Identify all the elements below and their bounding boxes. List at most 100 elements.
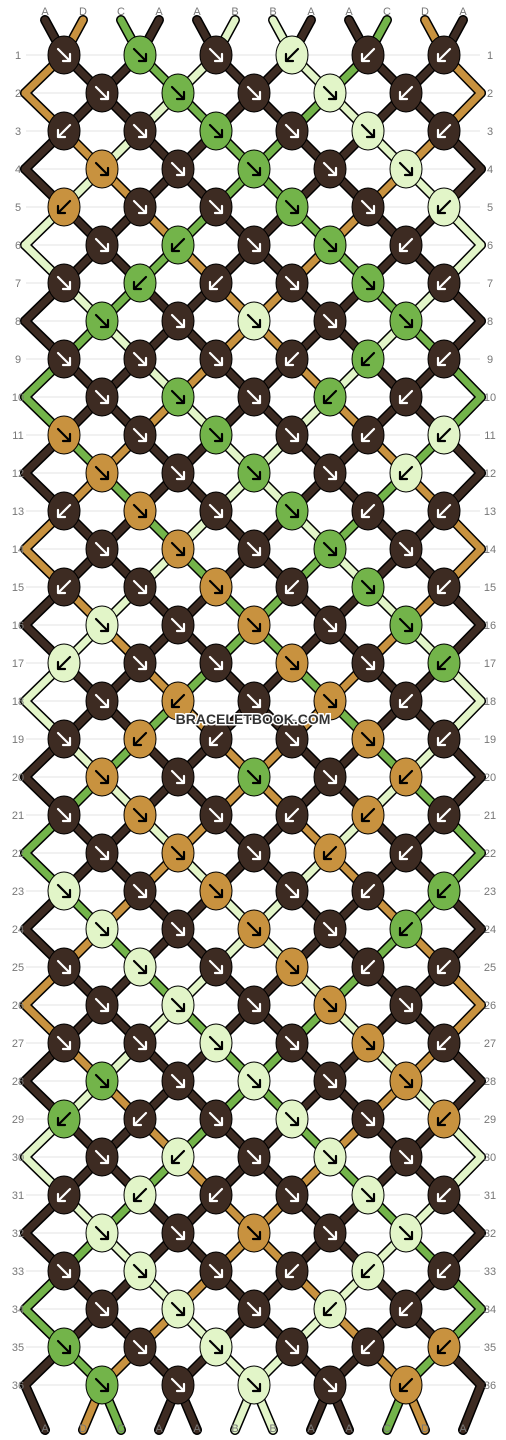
arrow-down-right-icon <box>246 1301 262 1317</box>
arrow-down-right-icon <box>398 617 414 633</box>
knot <box>85 909 119 949</box>
arrow-down-left-icon <box>284 1263 300 1279</box>
knot <box>389 377 423 417</box>
knot <box>47 491 81 531</box>
arrow-down-right-icon <box>208 503 224 519</box>
arrow-down-right-icon <box>284 1339 300 1355</box>
arrow-down-left-icon <box>398 693 414 709</box>
arrow-down-right-icon <box>132 1263 148 1279</box>
arrow-down-right-icon <box>132 123 148 139</box>
knot <box>85 1137 119 1177</box>
knot <box>351 947 385 987</box>
knot <box>313 73 347 113</box>
arrow-down-left-icon <box>56 503 72 519</box>
arrow-down-left-icon <box>436 427 452 443</box>
arrow-down-right-icon <box>246 161 262 177</box>
arrow-down-right-icon <box>94 1377 110 1393</box>
knot <box>85 833 119 873</box>
bottom-string-letter: B <box>269 1423 276 1435</box>
knot <box>351 871 385 911</box>
knot <box>275 795 309 835</box>
knot <box>161 529 195 569</box>
arrow-down-left-icon <box>436 655 452 671</box>
arrow-down-right-icon <box>322 237 338 253</box>
arrow-down-right-icon <box>322 1149 338 1165</box>
knot <box>313 1061 347 1101</box>
knot <box>85 985 119 1025</box>
knot <box>351 1251 385 1291</box>
knot <box>351 339 385 379</box>
arrow-down-left-icon <box>322 389 338 405</box>
arrow-down-right-icon <box>94 237 110 253</box>
arrow-down-right-icon <box>132 427 148 443</box>
arrow-down-right-icon <box>170 85 186 101</box>
knot <box>161 225 195 265</box>
row-number-left: 5 <box>15 202 21 214</box>
arrow-down-right-icon <box>246 769 262 785</box>
arrow-down-right-icon <box>56 959 72 975</box>
knot <box>237 1213 271 1253</box>
arrow-down-right-icon <box>94 693 110 709</box>
knot <box>85 605 119 645</box>
arrow-down-left-icon <box>398 1377 414 1393</box>
arrow-down-right-icon <box>284 655 300 671</box>
arrow-down-right-icon <box>246 541 262 557</box>
arrow-down-right-icon <box>208 123 224 139</box>
knot <box>389 985 423 1025</box>
arrow-down-left-icon <box>436 1035 452 1051</box>
row-number-left: 1 <box>15 50 21 62</box>
knot <box>351 263 385 303</box>
watermark-text: BRACELETBOOK.COM <box>176 711 331 727</box>
row-number-right: 17 <box>484 658 496 670</box>
arrow-down-left-icon <box>360 351 376 367</box>
row-number-right: 24 <box>484 924 496 936</box>
row-number-left: 11 <box>12 430 23 442</box>
knot <box>275 643 309 683</box>
arrow-down-left-icon <box>436 199 452 215</box>
arrow-down-right-icon <box>360 123 376 139</box>
row-number-left: 30 <box>12 1152 24 1164</box>
row-number-right: 10 <box>484 392 496 404</box>
top-string-letter: B <box>231 6 238 18</box>
knot <box>85 1213 119 1253</box>
arrow-down-right-icon <box>246 1377 262 1393</box>
row-number-right: 3 <box>487 126 493 138</box>
row-number-right: 30 <box>484 1152 496 1164</box>
knot <box>123 567 157 607</box>
arrow-down-right-icon <box>208 807 224 823</box>
row-number-left: 24 <box>12 924 24 936</box>
row-number-right: 22 <box>484 848 496 860</box>
row-number-left: 26 <box>12 1000 24 1012</box>
knot <box>351 567 385 607</box>
knot <box>47 339 81 379</box>
top-string-letter: A <box>307 6 315 18</box>
knot <box>237 453 271 493</box>
knot <box>313 149 347 189</box>
knot <box>199 1251 233 1291</box>
knot <box>47 187 81 227</box>
arrow-down-right-icon <box>94 389 110 405</box>
knot <box>85 377 119 417</box>
top-string-letter: D <box>79 6 87 18</box>
knot <box>351 1023 385 1063</box>
knot <box>427 1251 461 1291</box>
row-number-left: 7 <box>15 278 21 290</box>
arrow-down-right-icon <box>170 1301 186 1317</box>
knot <box>351 187 385 227</box>
arrow-down-right-icon <box>132 883 148 899</box>
knot <box>237 73 271 113</box>
knot <box>275 567 309 607</box>
knot <box>389 453 423 493</box>
knot <box>427 643 461 683</box>
arrow-down-right-icon <box>322 313 338 329</box>
knot <box>275 415 309 455</box>
arrow-down-right-icon <box>94 845 110 861</box>
arrow-down-right-icon <box>208 959 224 975</box>
knot <box>47 111 81 151</box>
knot <box>351 415 385 455</box>
arrow-down-right-icon <box>246 921 262 937</box>
knot <box>275 1175 309 1215</box>
row-number-left: 34 <box>12 1304 24 1316</box>
